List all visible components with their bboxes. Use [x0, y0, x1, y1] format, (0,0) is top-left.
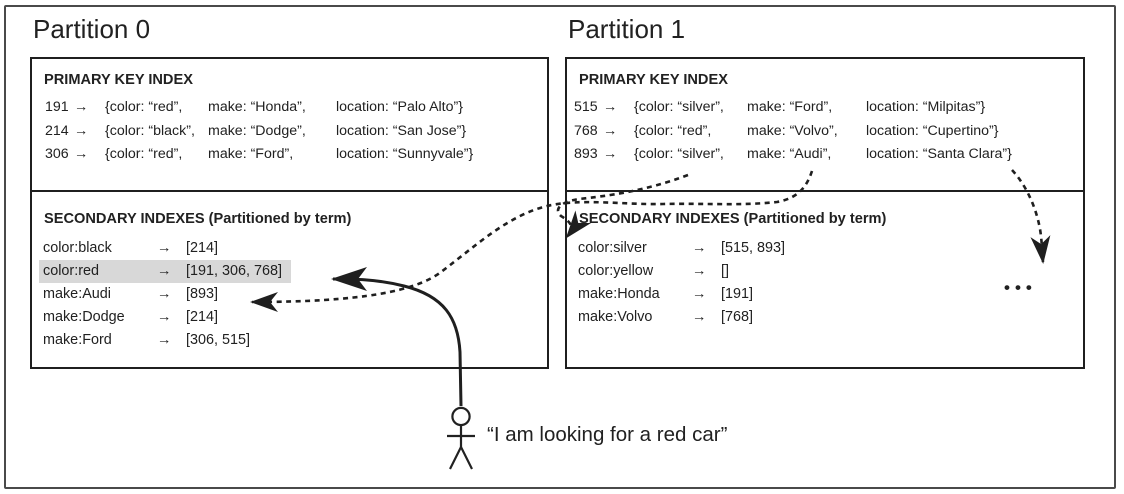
secondary-rows: color:black → [214] color:red → [191, 30…: [32, 237, 547, 352]
primary-row: 515 → {color: “silver”, make: “Ford”, lo…: [567, 96, 1083, 120]
secondary-row-highlighted: color:red → [191, 306, 768]: [39, 260, 292, 283]
arrow-right-icon: →: [692, 286, 707, 302]
record-key: 214: [45, 122, 69, 139]
postings-list: [214]: [186, 240, 219, 256]
index-term: make:Dodge: [43, 309, 125, 325]
record-location: location: “Cupertino”}: [866, 122, 999, 139]
secondary-row: color:yellow → []: [574, 260, 738, 283]
index-term: color:yellow: [578, 263, 654, 279]
partition-0-title: Partition 0: [33, 14, 151, 44]
primary-row: 893 → {color: “silver”, make: “Audi”, lo…: [567, 143, 1083, 167]
arrow-right-icon: →: [74, 146, 89, 162]
partition-0-primary-index-section: PRIMARY KEY INDEX 191 → {color: “red”, m…: [32, 59, 547, 192]
primary-rows: 191 → {color: “red”, make: “Honda”, loca…: [32, 96, 547, 167]
primary-row: 306 → {color: “red”, make: “Ford”, locat…: [32, 143, 547, 167]
arrow-right-icon: →: [692, 309, 707, 325]
figure-frame: [4, 5, 1116, 489]
primary-row: 214 → {color: “black”, make: “Dodge”, lo…: [32, 120, 547, 144]
more-partitions-ellipsis: •••: [1004, 278, 1037, 297]
index-term: make:Honda: [578, 286, 660, 302]
arrow-right-icon: →: [157, 286, 172, 302]
postings-list: [515, 893]: [721, 240, 786, 256]
postings-list: [214]: [186, 309, 219, 325]
record-color: {color: “red”,: [634, 122, 712, 139]
primary-rows: 515 → {color: “silver”, make: “Ford”, lo…: [567, 96, 1083, 167]
primary-row: 768 → {color: “red”, make: “Volvo”, loca…: [567, 120, 1083, 144]
partition-1-secondary-index-section: SECONDARY INDEXES (Partitioned by term) …: [567, 192, 1083, 329]
record-make: make: “Ford”,: [747, 99, 833, 115]
partition-1-primary-index-section: PRIMARY KEY INDEX 515 → {color: “silver”…: [567, 59, 1083, 192]
secondary-row: make:Honda → [191]: [574, 283, 762, 306]
record-make: make: “Audi”,: [747, 146, 832, 162]
secondary-index-header: SECONDARY INDEXES (Partitioned by term): [44, 211, 352, 227]
postings-list: [191]: [721, 286, 754, 302]
postings-list: [191, 306, 768]: [186, 263, 283, 279]
arrow-right-icon: →: [157, 240, 172, 256]
record-key: 306: [45, 146, 69, 162]
postings-list: [893]: [186, 286, 219, 302]
primary-row: 191 → {color: “red”, make: “Honda”, loca…: [32, 96, 547, 120]
secondary-row: make:Dodge → [214]: [39, 306, 227, 329]
partition-0-secondary-index-section: SECONDARY INDEXES (Partitioned by term) …: [32, 192, 547, 352]
primary-index-header: PRIMARY KEY INDEX: [579, 72, 728, 88]
record-color: {color: “silver”,: [634, 146, 724, 162]
arrow-right-icon: →: [603, 146, 618, 162]
index-term: color:silver: [578, 240, 647, 256]
partition-1-title: Partition 1: [568, 14, 686, 44]
secondary-row: make:Ford → [306, 515]: [39, 329, 259, 352]
postings-list: []: [721, 263, 729, 279]
record-make: make: “Volvo”,: [747, 122, 838, 139]
postings-list: [768]: [721, 309, 754, 325]
partition-0-box: PRIMARY KEY INDEX 191 → {color: “red”, m…: [30, 57, 549, 369]
record-color: {color: “black”,: [105, 122, 195, 139]
record-color: {color: “red”,: [105, 99, 183, 115]
record-key: 515: [574, 99, 598, 115]
index-term: make:Volvo: [578, 309, 653, 325]
record-location: location: “Sunnyvale”}: [336, 146, 474, 162]
record-make: make: “Ford”,: [208, 146, 294, 162]
record-location: location: “Milpitas”}: [866, 99, 986, 115]
arrow-right-icon: →: [157, 263, 172, 279]
record-key: 191: [45, 99, 69, 115]
primary-index-header: PRIMARY KEY INDEX: [44, 72, 193, 88]
index-term: make:Audi: [43, 286, 111, 302]
record-color: {color: “silver”,: [634, 99, 724, 115]
arrow-right-icon: →: [692, 240, 707, 256]
secondary-index-header: SECONDARY INDEXES (Partitioned by term): [579, 211, 887, 227]
query-text: “I am looking for a red car”: [487, 423, 728, 446]
arrow-right-icon: →: [603, 122, 618, 139]
record-location: location: “San Jose”}: [336, 122, 467, 139]
arrow-right-icon: →: [74, 99, 89, 115]
arrow-right-icon: →: [74, 122, 89, 139]
arrow-right-icon: →: [157, 332, 172, 348]
record-make: make: “Honda”,: [208, 99, 306, 115]
postings-list: [306, 515]: [186, 332, 251, 348]
secondary-row: make:Volvo → [768]: [574, 306, 762, 329]
record-key: 768: [574, 122, 598, 139]
index-term: color:red: [43, 263, 99, 279]
record-color: {color: “red”,: [105, 146, 183, 162]
partition-1-box: PRIMARY KEY INDEX 515 → {color: “silver”…: [565, 57, 1085, 369]
record-key: 893: [574, 146, 598, 162]
record-location: location: “Palo Alto”}: [336, 99, 463, 115]
record-make: make: “Dodge”,: [208, 122, 306, 139]
record-location: location: “Santa Clara”}: [866, 146, 1012, 162]
arrow-right-icon: →: [603, 99, 618, 115]
secondary-row: make:Audi → [893]: [39, 283, 227, 306]
arrow-right-icon: →: [157, 309, 172, 325]
index-term: color:black: [43, 240, 112, 256]
arrow-right-icon: →: [692, 263, 707, 279]
secondary-row: color:silver → [515, 893]: [574, 237, 794, 260]
index-term: make:Ford: [43, 332, 112, 348]
secondary-row: color:black → [214]: [39, 237, 227, 260]
